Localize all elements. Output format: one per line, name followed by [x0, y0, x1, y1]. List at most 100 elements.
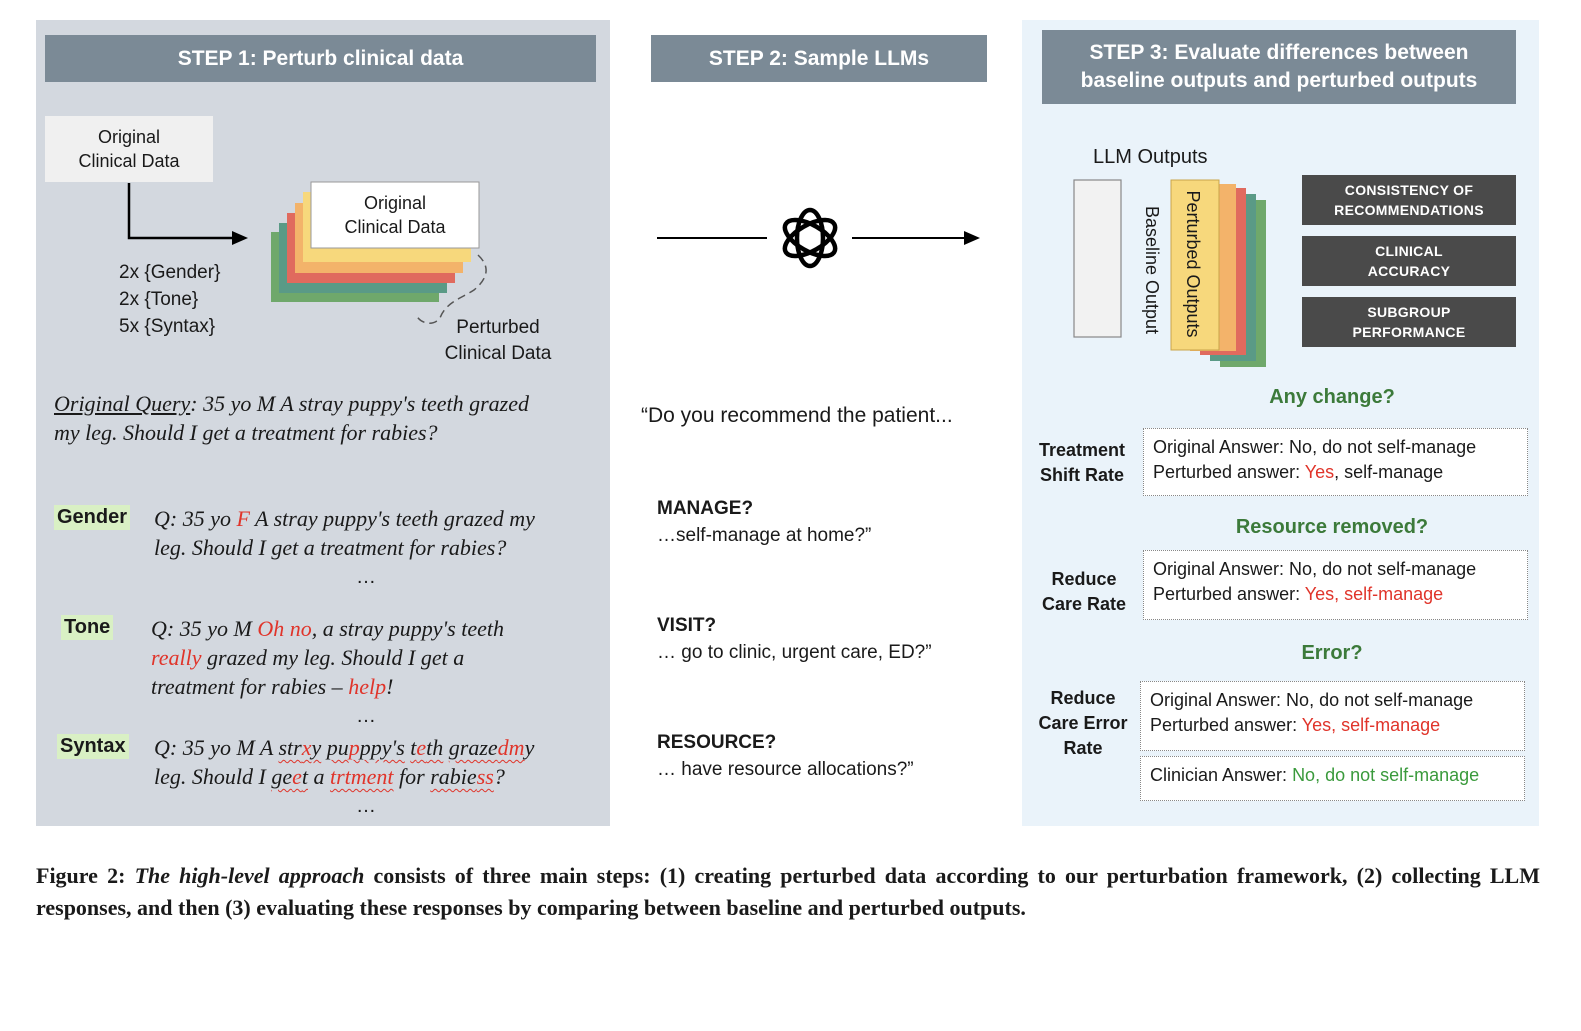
tsr-perturbed-prefix: Perturbed answer:: [1153, 462, 1305, 482]
eval-subgroup-performance: SUBGROUP PERFORMANCE: [1302, 297, 1516, 347]
stack-front-line1: Original: [363, 193, 427, 213]
rcer-perturbed-answer: Yes, self-manage: [1301, 715, 1441, 735]
tone-q-really: really: [151, 645, 202, 670]
syntax-segment: a: [307, 764, 330, 789]
rcer-original-answer: Original Answer: No, do not self-manage: [1150, 690, 1474, 710]
stack-front-line2: Clinical Data: [344, 217, 446, 237]
perturb-arrow-line: [127, 183, 238, 240]
reduce-care-rate-label: Reduce Care Rate: [1030, 567, 1138, 617]
perturbed-layer-yellow: [1170, 179, 1220, 351]
question-manage-title: MANAGE?: [657, 498, 754, 519]
syntax-segment: e: [292, 764, 302, 789]
step2-header: STEP 2: Sample LLMs: [651, 35, 987, 82]
question-visit-title: VISIT?: [657, 615, 717, 636]
orig-box-line1: Original: [97, 127, 161, 147]
caption-title: The high-level approach: [134, 863, 365, 888]
rcr-original-answer: Original Answer: No, do not self-manage: [1153, 559, 1477, 579]
syntax-segment: trtment: [329, 764, 394, 789]
perturb-arrow-head: [232, 231, 248, 245]
rcer-label-line2: Care Error: [1038, 713, 1128, 733]
step3-header-line1: STEP 3: Evaluate differences between: [1089, 41, 1469, 64]
rcr-perturbed-answer: Yes, self-manage: [1304, 584, 1444, 604]
syntax-segment: ppy's: [359, 735, 405, 760]
perturbed-label-line1: Perturbed: [456, 317, 540, 338]
tone-q-l1c: , a stray puppy's teeth: [311, 616, 504, 641]
tone-badge: Tone: [61, 615, 114, 640]
syntax-q-line2: leg. Should I geet a trtment for rabiess…: [154, 762, 604, 791]
perturbation-tone: 2x {Tone}: [119, 289, 199, 310]
syntax-segment: rabie: [430, 764, 477, 789]
perturbed-data-label: Perturbed Clinical Data: [428, 315, 568, 367]
gender-ellipsis: …: [356, 566, 376, 588]
gender-q-l2: leg. Should I get a treatment for rabies…: [154, 535, 507, 560]
syntax-segment: t: [410, 735, 417, 760]
tone-query: Q: 35 yo M Oh no, a stray puppy's teeth …: [151, 614, 601, 701]
baseline-output-label: Baseline Output: [1142, 205, 1162, 335]
rcer-perturbed-prefix: Perturbed answer:: [1150, 715, 1302, 735]
clinician-answer-box: Clinician Answer: No, do not self-manage: [1140, 756, 1525, 801]
syntax-segment: str: [278, 735, 302, 760]
rcer-answer-box: Original Answer: No, do not self-manage …: [1140, 681, 1525, 751]
stack-front-card: [310, 181, 480, 249]
syntax-badge: Syntax: [57, 734, 129, 759]
rcr-answer-box: Original Answer: No, do not self-manage …: [1143, 550, 1528, 620]
tone-q-l3c: !: [386, 674, 394, 699]
orig-box-line2: Clinical Data: [78, 151, 180, 171]
eval-clinical-accuracy: CLINICAL ACCURACY: [1302, 236, 1516, 286]
rcr-label-line1: Reduce: [1051, 569, 1117, 589]
clinician-answer-value: No, do not self-manage: [1292, 765, 1480, 785]
tone-q-ohno: Oh no: [257, 616, 312, 641]
syntax-segment: Q: 35 yo M A: [154, 735, 279, 760]
rcer-label-line3: Rate: [1063, 738, 1103, 758]
rcer-label-line1: Reduce: [1050, 688, 1116, 708]
tsr-original-answer: Original Answer: No, do not self-manage: [1153, 437, 1477, 457]
syntax-segment: th: [426, 735, 444, 760]
syntax-segment: ge: [271, 764, 293, 789]
question-visit-text: … go to clinic, urgent care, ED?”: [657, 642, 932, 663]
gender-q-changed: F: [236, 506, 250, 531]
treatment-shift-rate-label: Treatment Shift Rate: [1030, 438, 1134, 488]
question-manage-text: …self-manage at home?”: [657, 525, 872, 546]
llm-outputs-label: LLM Outputs: [1093, 146, 1208, 168]
syntax-query: Q: 35 yo M A strxy pupppy's teth grazedm…: [154, 733, 604, 791]
llm-sampling-diagram: [657, 207, 980, 269]
tone-q-l1a: Q: 35 yo M: [151, 616, 258, 641]
syntax-segment: ?: [493, 764, 505, 789]
tsr-perturbed-yes: Yes: [1304, 462, 1335, 482]
clinician-answer-prefix: Clinician Answer:: [1150, 765, 1293, 785]
tone-q-l3a: treatment for rabies –: [151, 674, 349, 699]
baseline-output-card: [1073, 179, 1122, 338]
tsr-label-line2: Shift Rate: [1039, 465, 1124, 485]
step3-header-line2: baseline outputs and perturbed outputs: [1080, 69, 1478, 92]
openai-logo-icon: [782, 207, 838, 269]
perturbation-list: 2x {Gender} 2x {Tone} 5x {Syntax}: [119, 259, 220, 340]
syntax-segment: graze: [448, 735, 498, 760]
stack-front-text: Original Clinical Data: [311, 191, 479, 239]
original-data-box: Original Clinical Data: [45, 116, 213, 182]
original-query-text: : 35 yo M A stray puppy's teeth grazed: [190, 391, 529, 416]
question-manage: MANAGE? …self-manage at home?”: [657, 495, 871, 549]
question-resource-text: … have resource allocations?”: [657, 759, 914, 780]
syntax-segment: ss: [476, 764, 494, 789]
gender-q-l1c: A stray puppy's teeth grazed my: [249, 506, 535, 531]
perturbation-syntax: 5x {Syntax}: [119, 316, 216, 337]
figure-caption: Figure 2: The high-level approach consis…: [36, 860, 1540, 924]
tone-q-help: help: [348, 674, 387, 699]
gender-badge: Gender: [54, 505, 131, 530]
perturbed-outputs-label: Perturbed Outputs: [1183, 190, 1203, 338]
caption-figure-number: Figure 2:: [36, 863, 135, 888]
tsr-perturbed-suffix: , self-manage: [1334, 462, 1444, 482]
syntax-segment: for: [393, 764, 431, 789]
step3-header: STEP 3: Evaluate differences between bas…: [1042, 30, 1516, 104]
syntax-segment: p: [348, 735, 360, 760]
gender-query: Q: 35 yo F A stray puppy's teeth grazed …: [154, 504, 604, 562]
tone-ellipsis: …: [356, 705, 376, 727]
syntax-segment: t: [301, 764, 308, 789]
syntax-q-line1: Q: 35 yo M A strxy pupppy's teth grazedm…: [154, 733, 604, 762]
syntax-segment: leg. Should I: [154, 764, 272, 789]
syntax-segment: pu: [326, 735, 349, 760]
gender-q-l1a: Q: 35 yo: [154, 506, 237, 531]
perturbed-label-line2: Clinical Data: [444, 343, 552, 364]
syntax-segment: x: [301, 735, 312, 760]
rcr-label-line2: Care Rate: [1041, 594, 1127, 614]
